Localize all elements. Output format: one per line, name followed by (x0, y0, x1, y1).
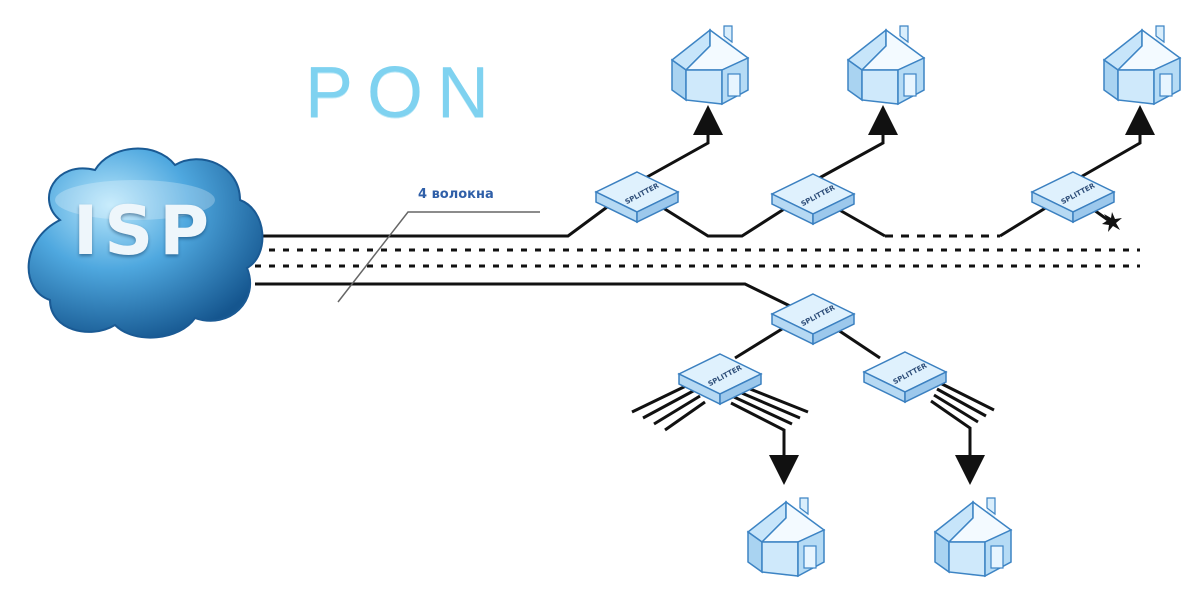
fiber-top-3 (835, 206, 886, 238)
drop-2 (811, 105, 898, 184)
fiber-top (255, 194, 623, 238)
house-icon (1102, 25, 1182, 106)
fiber-count-label: 4 волокна (418, 187, 494, 202)
house-icon (670, 25, 750, 106)
house-icon (846, 25, 926, 106)
isp-label: ISP (72, 192, 216, 271)
diagram-title: PON (305, 53, 504, 133)
splitter-icon: SPLITTER (677, 353, 763, 406)
house-icon (746, 497, 826, 578)
cloud-icon (27, 147, 264, 339)
splitter-icon: SPLITTER (1030, 171, 1116, 224)
splitter-icon: SPLITTER (594, 171, 680, 224)
break-star-icon (1102, 212, 1122, 232)
fiber-label-leader (337, 211, 540, 303)
house-icon (933, 497, 1013, 578)
splitter-icon: SPLITTER (770, 173, 856, 226)
drop-1 (637, 105, 723, 184)
isp-cloud: ISP (15, 140, 270, 345)
fiber-top-2 (659, 202, 793, 238)
fiber-bottom (255, 282, 791, 308)
fiber-top-4 (999, 202, 1053, 238)
drop-3 (1071, 105, 1155, 184)
splitter-icon: SPLITTER (770, 293, 856, 346)
splitter-icon: SPLITTER (862, 351, 948, 404)
